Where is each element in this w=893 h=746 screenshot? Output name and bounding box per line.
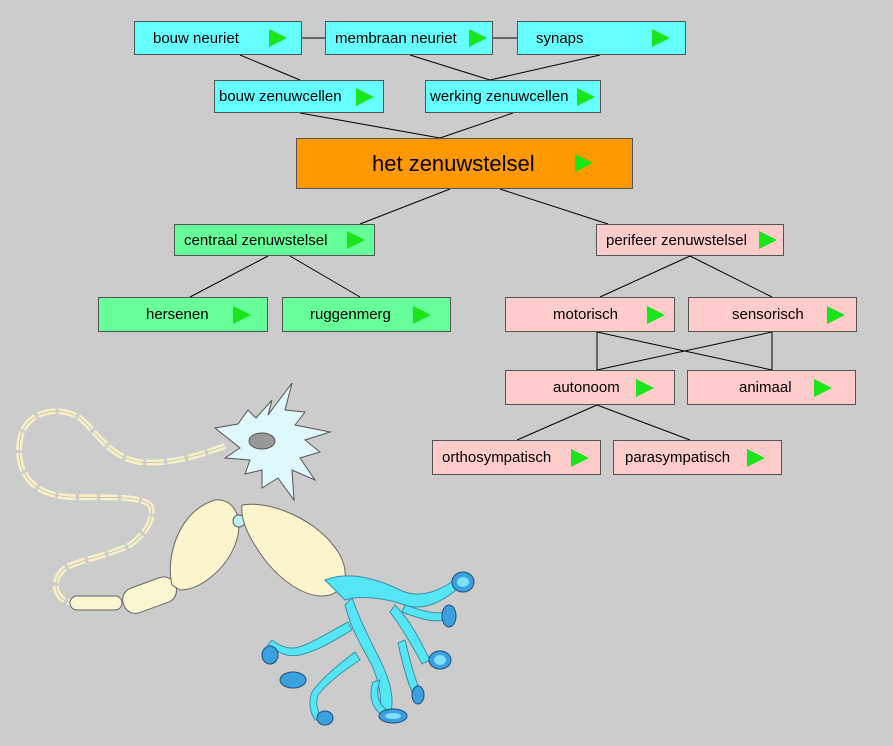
node-label: werking zenuwcellen [430, 88, 569, 105]
node-label: autonoom [553, 379, 620, 396]
node-hersenen[interactable]: hersenen [98, 297, 268, 332]
node-orthosympatisch[interactable]: orthosympatisch [432, 440, 601, 475]
node-title: het zenuwstelsel [372, 150, 535, 176]
node-label: centraal zenuwstelsel [184, 231, 328, 249]
node-label: animaal [739, 379, 792, 396]
node-membraan-neuriet[interactable]: membraan neuriet [325, 21, 493, 55]
node-label: bouw neuriet [153, 29, 239, 47]
play-arrow-icon [233, 306, 251, 324]
play-arrow-icon [647, 306, 665, 324]
node-label: hersenen [146, 306, 209, 323]
node-parasympatisch[interactable]: parasympatisch [613, 440, 782, 475]
node-autonoom[interactable]: autonoom [505, 370, 675, 405]
node-bouw-neuriet[interactable]: bouw neuriet [134, 21, 302, 55]
node-label: ruggenmerg [310, 306, 391, 323]
node-motorisch[interactable]: motorisch [505, 297, 675, 332]
node-label: motorisch [553, 306, 619, 323]
node-label: membraan neuriet [335, 29, 457, 47]
play-arrow-icon [652, 29, 670, 47]
node-label: synaps [536, 29, 584, 47]
play-arrow-icon [269, 29, 287, 47]
play-arrow-icon [469, 29, 487, 47]
play-arrow-icon [577, 88, 595, 106]
node-centraal-zenuwstelsel[interactable]: centraal zenuwstelsel [174, 224, 375, 256]
play-arrow-icon [575, 154, 593, 172]
node-label: perifeer zenuwstelsel [606, 231, 747, 249]
node-synaps[interactable]: synaps [517, 21, 686, 55]
play-arrow-icon [571, 449, 589, 467]
play-arrow-icon [827, 306, 845, 324]
play-arrow-icon [747, 449, 765, 467]
node-bouw-zenuwcellen[interactable]: bouw zenuwcellen [214, 80, 384, 113]
play-arrow-icon [413, 306, 431, 324]
play-arrow-icon [759, 231, 777, 249]
play-arrow-icon [636, 379, 654, 397]
play-arrow-icon [814, 379, 832, 397]
node-werking-zenuwcellen[interactable]: werking zenuwcellen [425, 80, 601, 113]
play-arrow-icon [347, 231, 365, 249]
node-ruggenmerg[interactable]: ruggenmerg [282, 297, 451, 332]
node-animaal[interactable]: animaal [687, 370, 856, 405]
node-label: parasympatisch [625, 449, 731, 466]
play-arrow-icon [356, 88, 374, 106]
node-perifeer-zenuwstelsel[interactable]: perifeer zenuwstelsel [596, 224, 784, 256]
node-sensorisch[interactable]: sensorisch [688, 297, 857, 332]
node-label: sensorisch [732, 306, 804, 323]
nucleus-icon [248, 432, 276, 450]
node-het-zenuwstelsel[interactable]: het zenuwstelsel [296, 138, 633, 189]
node-label: bouw zenuwcellen [219, 88, 342, 105]
neuron-illustration [16, 382, 475, 726]
node-label: orthosympatisch [442, 449, 552, 466]
